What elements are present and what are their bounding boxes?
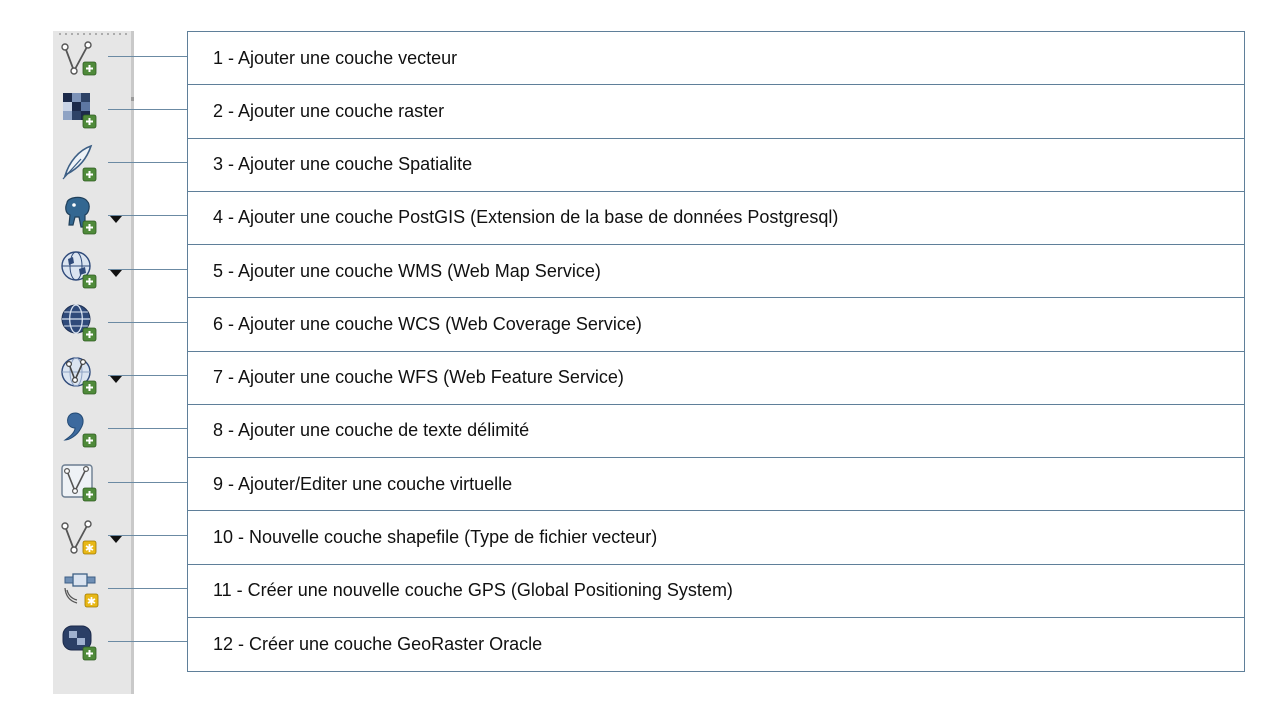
description-text: 10 - Nouvelle couche shapefile (Type de …	[213, 526, 658, 547]
connector-line	[108, 215, 188, 216]
description-row: 3 - Ajouter une couche Spatialite	[188, 139, 1244, 192]
raster-layer-button[interactable]	[59, 87, 107, 133]
description-row: 6 - Ajouter une couche WCS (Web Coverage…	[188, 298, 1244, 352]
svg-text:✱: ✱	[87, 595, 96, 608]
connector-line	[108, 428, 188, 429]
description-row: 12 - Créer une couche GeoRaster Oracle	[188, 618, 1244, 671]
wfs-layer-dropdown-arrow[interactable]	[110, 376, 122, 384]
virtual-layer-icon	[61, 463, 97, 502]
toolbar-edge-mark	[131, 97, 134, 101]
description-text: 8 - Ajouter une couche de texte délimité	[213, 420, 530, 441]
description-text: 5 - Ajouter une couche WMS (Web Map Serv…	[213, 260, 601, 281]
description-row: 4 - Ajouter une couche PostGIS (Extensio…	[188, 192, 1244, 245]
connector-line	[108, 588, 188, 589]
raster-layer-icon	[63, 92, 97, 129]
georaster-oracle-layer-icon	[62, 625, 97, 661]
virtual-layer-button[interactable]	[59, 460, 107, 506]
connector-line	[108, 641, 188, 642]
description-row: 10 - Nouvelle couche shapefile (Type de …	[188, 511, 1244, 565]
connector-line	[108, 162, 188, 163]
new-shapefile-layer-button[interactable]: ✱	[59, 513, 107, 559]
description-table: 1 - Ajouter une couche vecteur 2 - Ajoute…	[187, 31, 1245, 672]
description-text: 11 - Créer une nouvelle couche GPS (Glob…	[213, 580, 733, 601]
description-text: 3 - Ajouter une couche Spatialite	[213, 154, 473, 175]
new-gps-layer-button[interactable]: ✱	[59, 566, 107, 612]
layer-toolbar: ✱ ✱	[53, 31, 134, 694]
postgis-layer-button[interactable]	[59, 193, 107, 239]
description-text: 9 - Ajouter/Editer une couche virtuelle	[213, 473, 513, 494]
description-text: 1 - Ajouter une couche vecteur	[213, 47, 458, 68]
delimited-text-layer-icon	[63, 412, 97, 448]
description-text: 12 - Créer une couche GeoRaster Oracle	[213, 633, 543, 654]
postgis-layer-icon	[65, 197, 97, 235]
description-row: 11 - Créer une nouvelle couche GPS (Glob…	[188, 565, 1244, 618]
connector-line	[108, 109, 188, 110]
wms-layer-dropdown-arrow[interactable]	[110, 269, 122, 277]
description-text: 7 - Ajouter une couche WFS (Web Feature …	[213, 367, 624, 388]
georaster-oracle-layer-button[interactable]	[59, 619, 107, 665]
spatialite-layer-icon	[62, 144, 97, 182]
wms-layer-icon	[61, 250, 97, 289]
new-gps-layer-icon: ✱	[64, 573, 99, 608]
spatialite-layer-button[interactable]	[59, 140, 107, 186]
description-row: 2 - Ajouter une couche raster	[188, 85, 1244, 139]
wms-layer-button[interactable]	[59, 247, 107, 293]
new-shapefile-layer-icon: ✱	[61, 520, 97, 555]
postgis-layer-dropdown-arrow[interactable]	[110, 216, 122, 224]
wcs-layer-button[interactable]	[59, 300, 107, 346]
connector-line	[108, 56, 188, 57]
connector-line	[108, 482, 188, 483]
svg-text:✱: ✱	[85, 542, 94, 555]
description-row: 7 - Ajouter une couche WFS (Web Feature …	[188, 352, 1244, 405]
vector-layer-button[interactable]	[59, 34, 107, 80]
description-row: 8 - Ajouter une couche de texte délimité	[188, 405, 1244, 458]
delimited-text-layer-button[interactable]	[59, 406, 107, 452]
description-text: 4 - Ajouter une couche PostGIS (Extensio…	[213, 207, 839, 228]
vector-layer-icon	[61, 40, 97, 76]
wfs-layer-icon	[61, 357, 97, 395]
wcs-layer-icon	[61, 304, 97, 342]
description-row: 9 - Ajouter/Editer une couche virtuelle	[188, 458, 1244, 512]
toolbar-grip-handle[interactable]	[57, 32, 127, 36]
description-text: 2 - Ajouter une couche raster	[213, 100, 445, 121]
wfs-layer-button[interactable]	[59, 353, 107, 399]
description-row: 1 - Ajouter une couche vecteur	[188, 32, 1244, 86]
connector-line	[108, 269, 188, 270]
new-shapefile-layer-dropdown-arrow[interactable]	[110, 535, 122, 543]
connector-line	[108, 535, 188, 536]
connector-line	[108, 375, 188, 376]
connector-line	[108, 322, 188, 323]
description-text: 6 - Ajouter une couche WCS (Web Coverage…	[213, 313, 642, 334]
description-row: 5 - Ajouter une couche WMS (Web Map Serv…	[188, 245, 1244, 299]
